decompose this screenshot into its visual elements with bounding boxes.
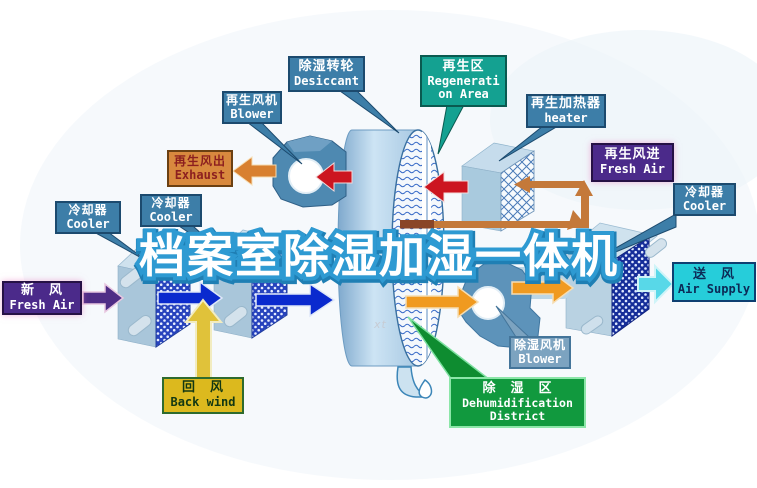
label-regeneration-area-zh: 再生区: [442, 58, 485, 74]
label-dehumid-district: 除 湿 区 Dehumidification District: [449, 377, 586, 428]
label-cooler-right-en: Cooler: [682, 198, 727, 213]
label-back-wind: 回 风 Back wind: [162, 377, 244, 414]
label-cooler-right: 冷却器 Cooler: [673, 183, 736, 216]
callout-tails: [93, 90, 677, 381]
label-regeneration-area-en2: on Area: [438, 87, 489, 102]
red-arrow-left: [315, 161, 353, 193]
orange-arrow-1: [405, 285, 480, 319]
label-fresh-air-zh: 新 风: [20, 282, 63, 298]
label-cooler-left: 冷却器 Cooler: [55, 201, 121, 234]
label-back-wind-zh: 回 风: [181, 380, 224, 396]
back-wind-arrow: [183, 298, 224, 379]
label-exhaust-zh: 再生风出: [173, 153, 226, 168]
label-regen-heater-en: heater: [544, 110, 588, 125]
cooler-unit-left: [117, 238, 193, 348]
label-dehumid-district-en2: District: [489, 408, 546, 423]
label-cooler-mid-zh: 冷却器: [151, 195, 191, 210]
label-dehumid-blower-en: Blower: [518, 351, 562, 366]
fresh-air-arrow: [82, 282, 125, 314]
title-text: 档案室除湿加湿一体机: [139, 229, 619, 283]
title-shadow: 档案室除湿加湿一体机: [140, 231, 620, 285]
label-cooler-mid-en: Cooler: [149, 209, 193, 224]
water-drop-icon: [396, 366, 433, 399]
air-supply-arrow: [637, 263, 675, 305]
label-fresh-air: 新 风 Fresh Air: [2, 281, 82, 315]
label-regeneration-area: 再生区 Regenerati on Area: [420, 55, 507, 107]
label-regen-heater: 再生加热器 heater: [526, 94, 606, 128]
label-dehumid-district-en1: Dehumidification: [462, 395, 573, 410]
label-back-wind-en: Back wind: [170, 395, 236, 410]
orange-arrow-2: [511, 271, 575, 305]
label-regen-blower-en: Blower: [230, 106, 274, 121]
blue-arrow-2: [255, 282, 336, 318]
label-regen-blower: 再生风机 Blower: [222, 91, 282, 124]
cooler-unit-mid: [213, 229, 289, 339]
label-regen-fresh-air: 再生风进 Fresh Air: [591, 143, 674, 182]
cooler-unit-right: [565, 222, 668, 337]
label-air-supply-zh: 送 风: [692, 266, 735, 282]
label-regen-blower-zh: 再生风机: [225, 92, 278, 107]
label-cooler-mid: 冷却器 Cooler: [140, 194, 202, 227]
regen-air-pipe: [400, 176, 593, 230]
label-regen-fresh-air-en: Fresh Air: [599, 162, 666, 177]
label-desiccant-en: Desiccant: [293, 73, 360, 88]
label-dehumid-district-zh: 除 湿 区: [482, 380, 553, 396]
label-dehumid-blower: 除湿风机 Blower: [509, 336, 571, 369]
label-air-supply: 送 风 Air Supply: [672, 262, 756, 302]
label-exhaust-en: Exhaust: [174, 167, 226, 182]
label-desiccant-zh: 除湿转轮: [298, 58, 355, 74]
flow-arrows: [82, 156, 675, 379]
watermark-text: xt: [374, 318, 387, 331]
label-regeneration-area-en1: Regenerati: [427, 73, 500, 88]
exhaust-arrow: [232, 156, 277, 186]
label-cooler-left-en: Cooler: [66, 216, 110, 231]
label-exhaust: 再生风出 Exhaust: [167, 150, 233, 187]
label-cooler-left-zh: 冷却器: [68, 202, 108, 217]
label-air-supply-en: Air Supply: [677, 281, 751, 296]
red-arrow-right: [423, 171, 469, 203]
label-fresh-air-en: Fresh Air: [9, 297, 75, 312]
label-regen-heater-zh: 再生加热器: [530, 95, 601, 111]
diagram-title: 档案室除湿加湿一体机 档案室除湿加湿一体机: [135, 225, 624, 291]
label-dehumid-blower-zh: 除湿风机: [513, 337, 566, 352]
label-desiccant: 除湿转轮 Desiccant: [288, 56, 365, 92]
label-regen-fresh-air-zh: 再生风进: [604, 147, 661, 163]
label-cooler-right-zh: 冷却器: [684, 184, 724, 199]
